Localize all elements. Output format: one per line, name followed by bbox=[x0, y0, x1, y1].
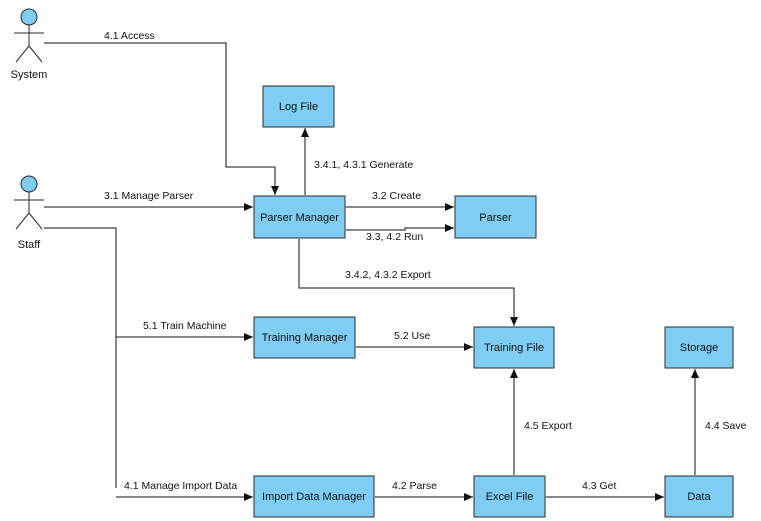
node-training-manager-box bbox=[253, 316, 356, 359]
node-training-file-box bbox=[473, 326, 555, 369]
actor-staff-head bbox=[20, 175, 38, 193]
edge-manage-parser[interactable]: 3.1 Manage Parser bbox=[44, 190, 253, 211]
actor-system-head bbox=[20, 8, 38, 26]
edge-run-line bbox=[346, 224, 454, 232]
actor-staff-label: Staff bbox=[18, 239, 41, 251]
node-excel-file-label: Excel File bbox=[486, 491, 534, 503]
edge-export-training[interactable]: 3.4.2, 4.3.2 Export bbox=[298, 239, 518, 326]
edge-generate[interactable]: 3.4.1, 4.3.1 Generate bbox=[301, 128, 413, 195]
edge-staff-trunk bbox=[44, 227, 117, 488]
node-training-manager-label: Training Manager bbox=[262, 332, 348, 344]
actor-system-left-leg bbox=[15, 45, 30, 63]
node-log-file[interactable]: Log File bbox=[262, 85, 335, 128]
edge-manage-import[interactable]: 4.1 Manage Import Data bbox=[116, 480, 253, 501]
edge-export-training-label: 3.4.2, 4.3.2 Export bbox=[345, 269, 431, 281]
node-parser-manager-box bbox=[253, 195, 346, 239]
node-storage[interactable]: Storage bbox=[664, 326, 734, 369]
node-excel-file[interactable]: Excel File bbox=[473, 475, 546, 518]
node-parser-manager[interactable]: Parser Manager bbox=[253, 195, 346, 239]
edge-parse[interactable]: 4.2 Parse bbox=[375, 480, 473, 501]
edge-access-label: 4.1 Access bbox=[104, 30, 155, 42]
node-parser[interactable]: Parser bbox=[454, 195, 537, 239]
edge-train-machine[interactable]: 5.1 Train Machine bbox=[116, 320, 253, 341]
edge-save-label: 4.4 Save bbox=[705, 420, 747, 432]
node-storage-label: Storage bbox=[680, 342, 719, 354]
edge-staff-trunk-line bbox=[44, 227, 117, 488]
edge-get-label: 4.3 Get bbox=[582, 480, 617, 492]
node-data-box bbox=[664, 475, 734, 518]
actor-staff[interactable]: Staff bbox=[14, 175, 44, 251]
actor-system-label: System bbox=[11, 69, 48, 81]
actor-system-right-leg bbox=[28, 45, 43, 63]
edge-get[interactable]: 4.3 Get bbox=[546, 480, 664, 501]
edge-parse-label: 4.2 Parse bbox=[392, 480, 437, 492]
edge-train-machine-label: 5.1 Train Machine bbox=[143, 320, 227, 332]
node-log-file-label: Log File bbox=[279, 101, 318, 113]
edge-excel-export-label: 4.5 Export bbox=[524, 420, 572, 432]
actor-staff-right-leg bbox=[28, 212, 43, 230]
node-parser-label: Parser bbox=[479, 212, 512, 224]
edge-create-label: 3.2 Create bbox=[372, 190, 421, 202]
node-training-file-label: Training File bbox=[484, 342, 544, 354]
node-import-data-manager-label: Import Data Manager bbox=[262, 491, 366, 503]
node-parser-manager-label: Parser Manager bbox=[260, 212, 339, 224]
edge-generate-label: 3.4.1, 4.3.1 Generate bbox=[314, 159, 413, 171]
edge-use[interactable]: 5.2 Use bbox=[356, 330, 473, 351]
edge-access[interactable]: 4.1 Access bbox=[44, 30, 279, 195]
node-training-file[interactable]: Training File bbox=[473, 326, 555, 369]
edge-use-label: 5.2 Use bbox=[394, 330, 430, 342]
node-log-file-box bbox=[262, 85, 335, 128]
actor-staff-left-leg bbox=[15, 212, 30, 230]
edge-manage-parser-label: 3.1 Manage Parser bbox=[104, 190, 194, 202]
node-data[interactable]: Data bbox=[664, 475, 734, 518]
edge-create[interactable]: 3.2 Create bbox=[346, 190, 454, 211]
edge-save[interactable]: 4.4 Save bbox=[691, 369, 747, 475]
node-training-manager[interactable]: Training Manager bbox=[253, 316, 356, 359]
node-import-data-manager-box bbox=[253, 475, 375, 518]
edge-run-label: 3.3, 4.2 Run bbox=[366, 231, 423, 243]
edge-excel-export[interactable]: 4.5 Export bbox=[510, 369, 572, 475]
node-data-label: Data bbox=[687, 491, 711, 503]
edge-run[interactable]: 3.3, 4.2 Run bbox=[346, 224, 454, 243]
node-excel-file-box bbox=[473, 475, 546, 518]
actor-system[interactable]: System bbox=[11, 8, 48, 81]
edge-export-training-line bbox=[298, 239, 518, 326]
edge-manage-import-label: 4.1 Manage Import Data bbox=[124, 480, 237, 492]
node-storage-box bbox=[664, 326, 734, 369]
edge-access-line bbox=[44, 42, 279, 195]
node-import-data-manager[interactable]: Import Data Manager bbox=[253, 475, 375, 518]
node-parser-box bbox=[454, 195, 537, 239]
